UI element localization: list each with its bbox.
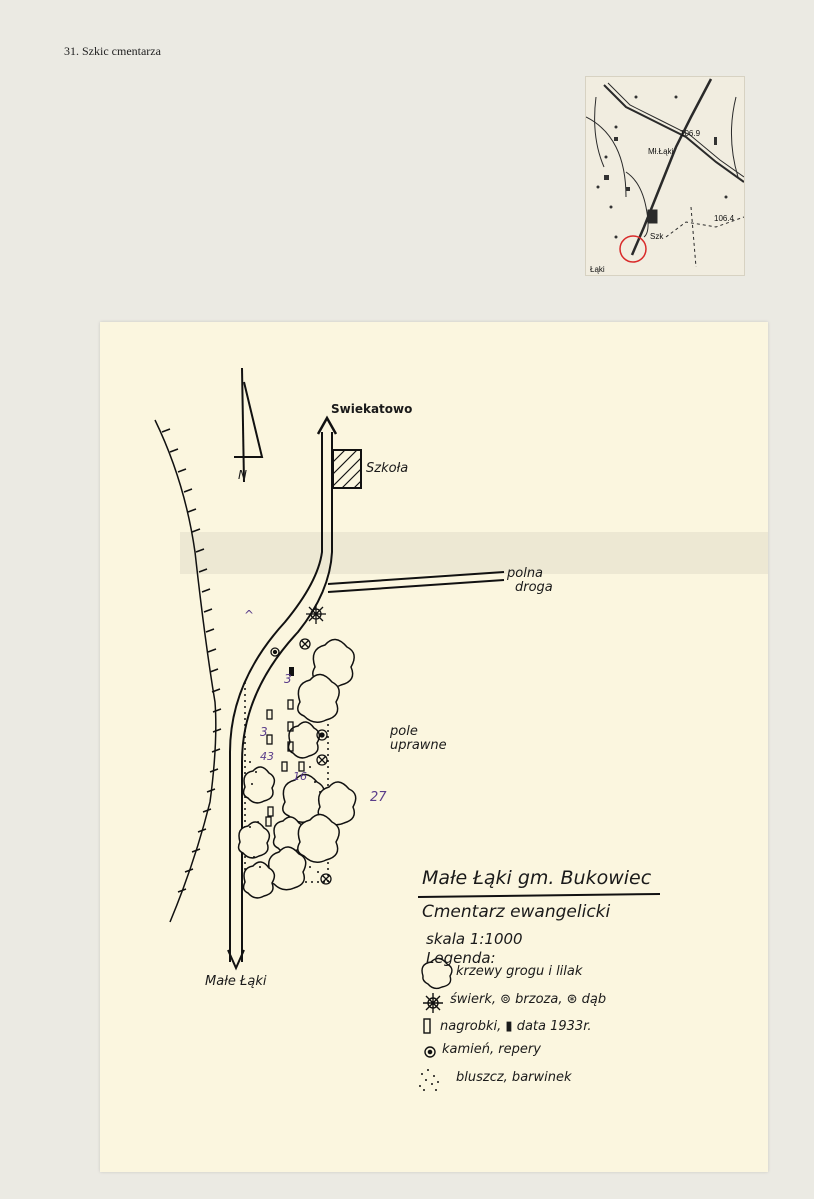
sketch-title: Małe Łąki gm. Bukowiec — [422, 867, 652, 889]
shrubs — [237, 638, 357, 899]
legend-item-stones: kamień, repery — [442, 1042, 541, 1057]
terrain-edge — [154, 419, 222, 923]
field-label-line1: pole — [390, 724, 418, 739]
legend-ivy-icon — [419, 1069, 439, 1091]
violet-number: ^ — [244, 608, 255, 622]
field-road-label-line2: droga — [515, 580, 553, 595]
school-hatch — [332, 449, 362, 489]
page-heading: 31. Szkic cmentarza — [64, 44, 161, 58]
cemetery-sketch: Swiekatowo N Szkoła polna droga pole upr… — [100, 322, 768, 1172]
violet-number: 3 — [284, 672, 292, 686]
legend-item-gravestones: nagrobki, ▮ data 1933r. — [440, 1019, 592, 1034]
legend-title: Legenda: — [426, 949, 496, 967]
legend-gravestone-icon — [423, 1018, 431, 1034]
inset-elevation-north: 106.9 — [680, 129, 701, 138]
legend-item-ivy: bluszcz, barwinek — [456, 1070, 572, 1085]
scale-label: skala 1:1000 — [426, 930, 523, 948]
inset-elevation-south: 106.4 — [714, 214, 735, 223]
legend-spruce-icon — [423, 993, 443, 1013]
inset-main-road — [603, 84, 744, 183]
field-road-label-line1: polna — [507, 566, 544, 581]
north-label: N — [238, 468, 247, 482]
violet-number: 43 — [260, 750, 274, 763]
violet-number: 3 — [260, 725, 268, 739]
legend-symbols — [421, 957, 453, 1058]
trees — [270, 604, 332, 885]
legend-stone-icon — [424, 1046, 436, 1058]
violet-number: 16 — [293, 770, 307, 783]
dated-gravestone — [289, 667, 294, 676]
inset-side-road — [630, 78, 713, 256]
field-road — [327, 571, 505, 593]
gravestones — [265, 699, 305, 827]
legend-item-shrubs: krzewy grogu i lilak — [456, 964, 583, 979]
sketch-drawing — [154, 367, 768, 1091]
road-south-label: Małe Łąki — [205, 974, 267, 989]
legend-shrub-icon — [421, 957, 453, 990]
north-arrow-icon — [234, 367, 264, 483]
legend-item-trees: świerk, ⊚ brzoza, ⊛ dąb — [450, 992, 607, 1007]
school-label: Szkoła — [366, 461, 409, 476]
inset-topographic-map: 106.9 Mł.Łąki 106.4 Szk Łąki — [585, 76, 745, 276]
sketch-subtitle: Cmentarz ewangelicki — [422, 902, 611, 922]
inset-village-label: Mł.Łąki — [648, 147, 674, 156]
violet-number: 27 — [370, 790, 387, 805]
cemetery-marker-circle — [619, 235, 647, 263]
ivy-dots — [249, 761, 321, 873]
road-north-label: Swiekatowo — [331, 402, 413, 416]
inset-map-drawing — [586, 78, 744, 268]
inset-bottom-text: Łąki — [590, 265, 605, 274]
inset-school-label: Szk — [650, 232, 664, 241]
field-label-line2: uprawne — [390, 738, 447, 753]
